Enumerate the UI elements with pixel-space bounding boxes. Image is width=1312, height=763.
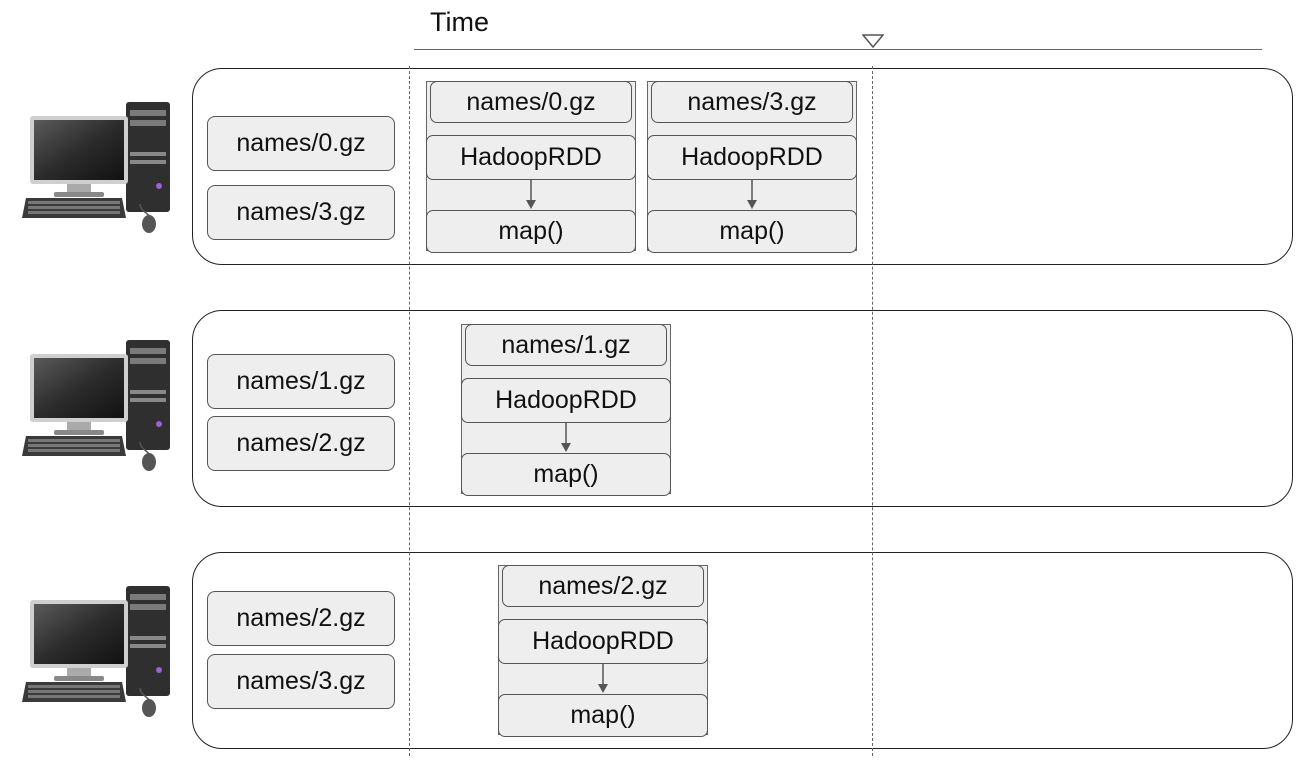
map-box: map() [498, 694, 708, 737]
file-chip: names/3.gz [207, 185, 395, 240]
time-marker-triangle-icon [862, 34, 884, 48]
computer-icon [22, 102, 170, 233]
file-chip: names/0.gz [207, 116, 395, 171]
file-chip: names/2.gz [207, 591, 395, 646]
file-chip: names/1.gz [207, 354, 395, 409]
arrow-down-icon [598, 663, 608, 693]
task-stack: names/1.gz HadoopRDD map() [461, 324, 671, 496]
file-chip: names/2.gz [207, 416, 395, 471]
hadoop-rdd-box: HadoopRDD [647, 135, 857, 180]
task-stack: names/3.gz HadoopRDD map() [647, 81, 857, 253]
map-box: map() [647, 210, 857, 253]
time-axis [414, 49, 1262, 50]
hadoop-rdd-box: HadoopRDD [461, 378, 671, 423]
computer-icon [22, 586, 170, 717]
task-input-file: names/2.gz [502, 565, 704, 607]
time-start-dashed-line [409, 66, 410, 756]
task-input-file: names/1.gz [465, 324, 667, 366]
task-stack: names/0.gz HadoopRDD map() [426, 81, 636, 253]
hadoop-rdd-box: HadoopRDD [426, 135, 636, 180]
node-panel-3 [192, 552, 1293, 749]
task-stack: names/2.gz HadoopRDD map() [498, 565, 708, 737]
computer-icon [22, 340, 170, 471]
file-chip: names/3.gz [207, 654, 395, 709]
map-box: map() [426, 210, 636, 253]
task-input-file: names/3.gz [651, 81, 853, 123]
task-input-file: names/0.gz [430, 81, 632, 123]
time-current-dashed-line [872, 66, 873, 756]
hadoop-rdd-box: HadoopRDD [498, 619, 708, 664]
arrow-down-icon [561, 422, 571, 452]
map-box: map() [461, 453, 671, 496]
time-label: Time [430, 7, 489, 37]
arrow-down-icon [747, 179, 757, 209]
arrow-down-icon [526, 179, 536, 209]
